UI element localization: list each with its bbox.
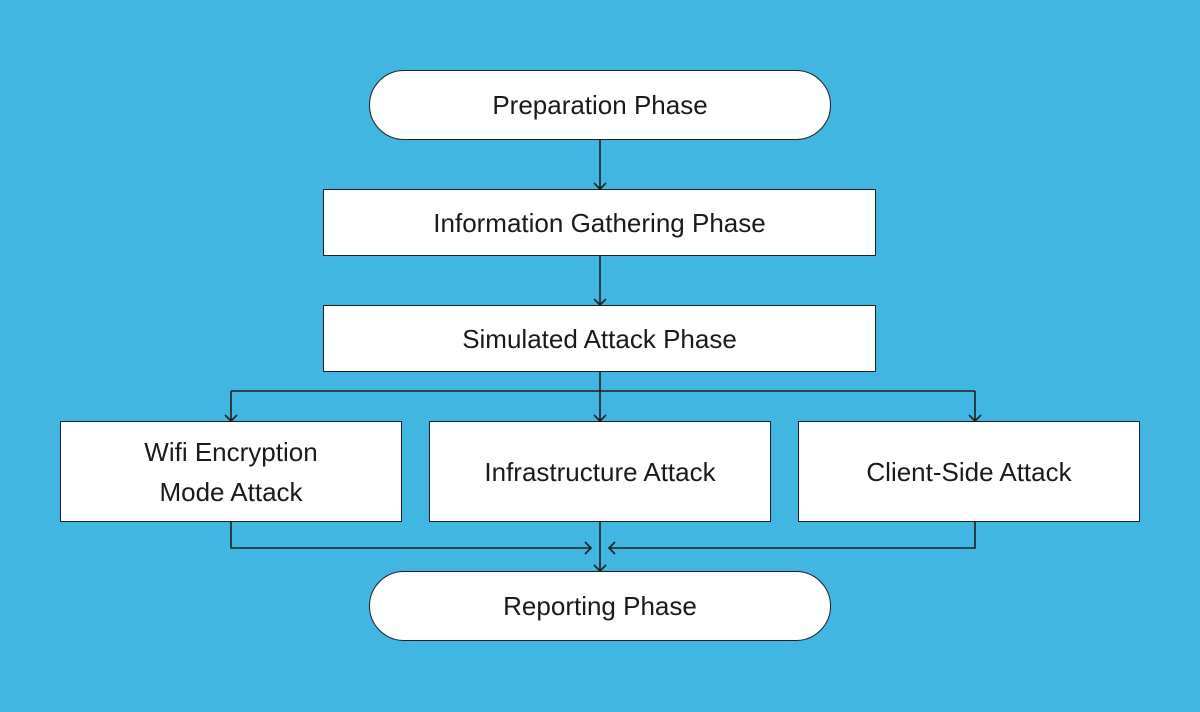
edge-wifi-encryption-to-reporting [230, 522, 593, 555]
node-simulated-attack-phase: Simulated Attack Phase [323, 305, 876, 372]
node-infrastructure-attack: Infrastructure Attack [429, 421, 771, 522]
edge-client-side-to-reporting [607, 522, 976, 555]
node-information-gathering-phase: Information Gathering Phase [323, 189, 876, 256]
node-reporting-phase: Reporting Phase [369, 571, 831, 641]
node-client-side-attack: Client-Side Attack [798, 421, 1140, 522]
node-wifi-encryption-mode-attack: Wifi Encryption Mode Attack [60, 421, 402, 522]
node-preparation-phase: Preparation Phase [369, 70, 831, 140]
